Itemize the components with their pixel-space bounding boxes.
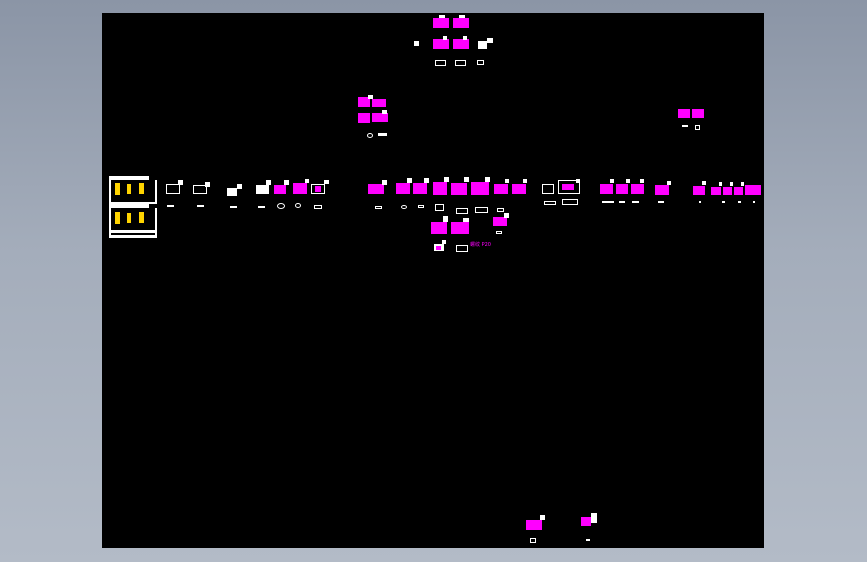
part-outline[interactable] bbox=[314, 205, 322, 209]
part-outline[interactable] bbox=[602, 201, 614, 203]
part-outline[interactable] bbox=[530, 538, 536, 543]
part-outline[interactable] bbox=[695, 125, 700, 130]
drawing-sheet[interactable] bbox=[431, 15, 473, 31]
drawing-sheet[interactable] bbox=[693, 181, 763, 197]
drawing-sheet[interactable] bbox=[434, 240, 448, 252]
part-outline[interactable] bbox=[738, 201, 741, 203]
part-outline[interactable] bbox=[197, 205, 204, 207]
part-outline[interactable] bbox=[375, 206, 382, 209]
drawing-sheet[interactable] bbox=[494, 179, 530, 195]
drawing-sheet[interactable] bbox=[493, 213, 511, 227]
part-outline[interactable] bbox=[544, 201, 556, 205]
part-outline[interactable] bbox=[455, 60, 466, 66]
part-outline[interactable] bbox=[586, 539, 590, 541]
part-outline[interactable] bbox=[682, 125, 688, 127]
drawing-sheet[interactable] bbox=[678, 107, 706, 119]
part-outline[interactable] bbox=[496, 231, 502, 234]
part-outline[interactable] bbox=[456, 245, 468, 252]
part-outline[interactable] bbox=[435, 204, 444, 211]
drawing-sheet[interactable] bbox=[655, 181, 673, 195]
drawing-sheet[interactable] bbox=[358, 95, 390, 125]
part-outline[interactable] bbox=[367, 133, 373, 138]
part-outline[interactable] bbox=[277, 203, 285, 209]
drawing-sheet[interactable] bbox=[166, 180, 184, 194]
part-outline[interactable] bbox=[475, 207, 488, 213]
part-outline[interactable] bbox=[378, 133, 387, 136]
drawing-sheet[interactable] bbox=[526, 515, 548, 531]
part-outline[interactable] bbox=[658, 201, 664, 203]
drawing-sheet[interactable] bbox=[542, 179, 584, 195]
cad-model-space[interactable]: 螺纹 P20 bbox=[102, 13, 764, 548]
drawing-sheet[interactable] bbox=[368, 180, 390, 195]
part-outline[interactable] bbox=[699, 201, 701, 203]
part-outline[interactable] bbox=[418, 205, 424, 208]
drawing-sheet[interactable] bbox=[581, 513, 599, 527]
annotation-text[interactable]: 螺纹 P20 bbox=[470, 242, 491, 248]
part-outline[interactable] bbox=[477, 60, 484, 65]
part-outline[interactable] bbox=[258, 206, 265, 208]
part-outline[interactable] bbox=[230, 206, 237, 208]
part-outline[interactable] bbox=[456, 208, 468, 214]
drawing-sheet[interactable] bbox=[256, 180, 292, 195]
part-outline[interactable] bbox=[632, 201, 639, 203]
drawing-sheet[interactable] bbox=[431, 216, 475, 236]
part-outline[interactable] bbox=[562, 199, 578, 205]
drawing-sheet[interactable] bbox=[600, 179, 646, 195]
part-outline[interactable] bbox=[401, 205, 407, 209]
drawing-sheet[interactable] bbox=[476, 38, 494, 50]
part-outline[interactable] bbox=[167, 205, 174, 207]
part-outline[interactable] bbox=[722, 201, 725, 203]
title-block-sheet[interactable] bbox=[109, 176, 157, 238]
part-outline[interactable] bbox=[295, 203, 301, 208]
part-outline[interactable] bbox=[753, 201, 755, 203]
drawing-sheet[interactable] bbox=[396, 178, 432, 195]
part-outline[interactable] bbox=[497, 208, 504, 212]
drawing-sheet[interactable] bbox=[431, 36, 473, 50]
drawing-sheet[interactable] bbox=[293, 179, 331, 195]
part-outline[interactable] bbox=[619, 201, 625, 203]
drawing-sheet[interactable] bbox=[193, 182, 211, 194]
drawing-sheet[interactable] bbox=[414, 41, 419, 46]
drawing-sheet[interactable] bbox=[433, 177, 493, 197]
drawing-sheet[interactable] bbox=[227, 184, 243, 196]
part-outline[interactable] bbox=[435, 60, 446, 66]
